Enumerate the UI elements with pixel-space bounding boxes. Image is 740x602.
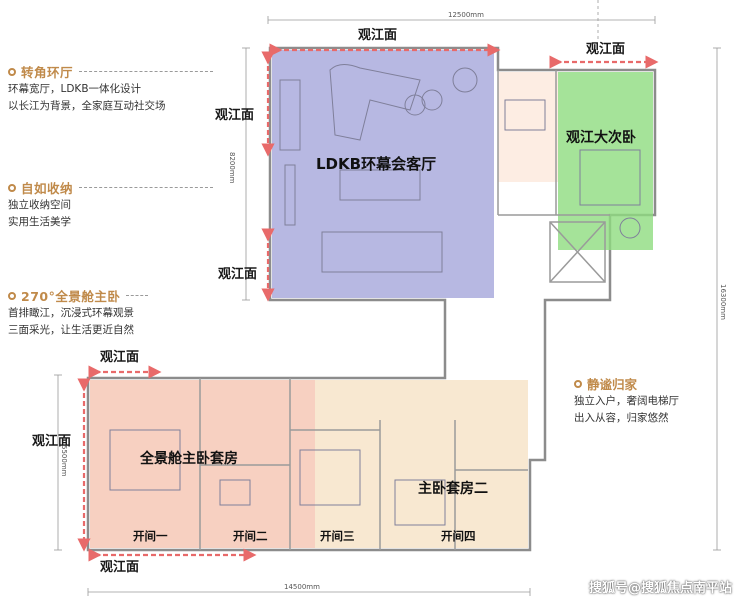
feature-line: 独立收纳空间 — [8, 199, 71, 211]
exterior-walls — [86, 46, 657, 552]
feature-title: 转角环厅 — [21, 65, 74, 80]
river-view-label: 观江面 — [32, 434, 72, 449]
room-label-living: LDKB环幕会客厅 — [316, 155, 437, 173]
furniture — [109, 64, 641, 526]
dimension-bottom-width: 14500mm — [284, 583, 320, 591]
watermark: 搜狐号@搜狐焦点南平站 — [588, 581, 732, 596]
circle-bullet-icon — [574, 379, 582, 388]
bay-label: 开间三 — [320, 529, 355, 543]
river-view-label: 观江面 — [358, 28, 398, 43]
feature-title: 自如收纳 — [21, 181, 74, 196]
river-view-label: 观江面 — [100, 350, 140, 365]
feature-corner-hall: 转角环厅 环幕宽厅，LDKB一体化设计 以长江为背景，全家庭互动社交场 — [8, 62, 213, 115]
feature-line: 首排瞰江，沉浸式环幕观景 — [8, 307, 134, 319]
room-label-second-bedroom: 观江大次卧 — [566, 130, 636, 146]
room-label-master-suite: 全景舱主卧套房 — [140, 451, 238, 467]
feature-line: 三面采光，让生活更近自然 — [8, 324, 134, 336]
river-view-label: 观江面 — [100, 560, 140, 575]
bathroom-zone — [498, 72, 558, 182]
feature-title: 270°全景舱主卧 — [21, 289, 121, 304]
entrance-note-line: 出入从容，归家悠然 — [574, 412, 669, 424]
dimension-upper-depth: 8200mm — [228, 152, 236, 184]
feature-storage: 自如收纳 独立收纳空间 实用生活美学 — [8, 178, 213, 231]
room-label-suite-two: 主卧套房二 — [418, 481, 488, 497]
feature-line: 实用生活美学 — [8, 216, 71, 228]
river-view-label: 观江面 — [215, 108, 255, 123]
entrance-note-line: 独立入户，奢阔电梯厅 — [574, 395, 679, 407]
bay-label: 开间四 — [441, 529, 476, 543]
bay-label: 开间二 — [233, 529, 268, 543]
living-zone — [272, 50, 494, 298]
entrance-note: 静谧归家 独立入户，奢阔电梯厅 出入从容，归家悠然 — [574, 374, 714, 427]
feature-line: 环幕宽厅，LDKB一体化设计 — [8, 83, 142, 95]
dimension-lines — [54, 0, 721, 596]
circle-bullet-icon — [8, 67, 16, 76]
circle-bullet-icon — [8, 291, 16, 300]
suite-two-zone — [315, 380, 528, 548]
circle-bullet-icon — [8, 183, 16, 192]
interior-walls — [199, 70, 610, 550]
dimension-lower-depth: 5500mm — [60, 445, 68, 477]
feature-line: 以长江为背景，全家庭互动社交场 — [8, 100, 166, 112]
feature-master-bedroom: 270°全景舱主卧 首排瞰江，沉浸式环幕观景 三面采光，让生活更近自然 — [8, 286, 148, 339]
master-suite-zone — [90, 380, 315, 548]
view-arrows — [77, 43, 659, 562]
bay-label: 开间一 — [133, 529, 168, 543]
river-view-label: 观江面 — [218, 267, 258, 282]
entrance-note-title: 静谧归家 — [587, 377, 638, 392]
dimension-top-width: 12500mm — [448, 11, 484, 19]
dimension-total-depth: 16300mm — [719, 284, 727, 320]
river-view-label: 观江面 — [586, 42, 626, 57]
